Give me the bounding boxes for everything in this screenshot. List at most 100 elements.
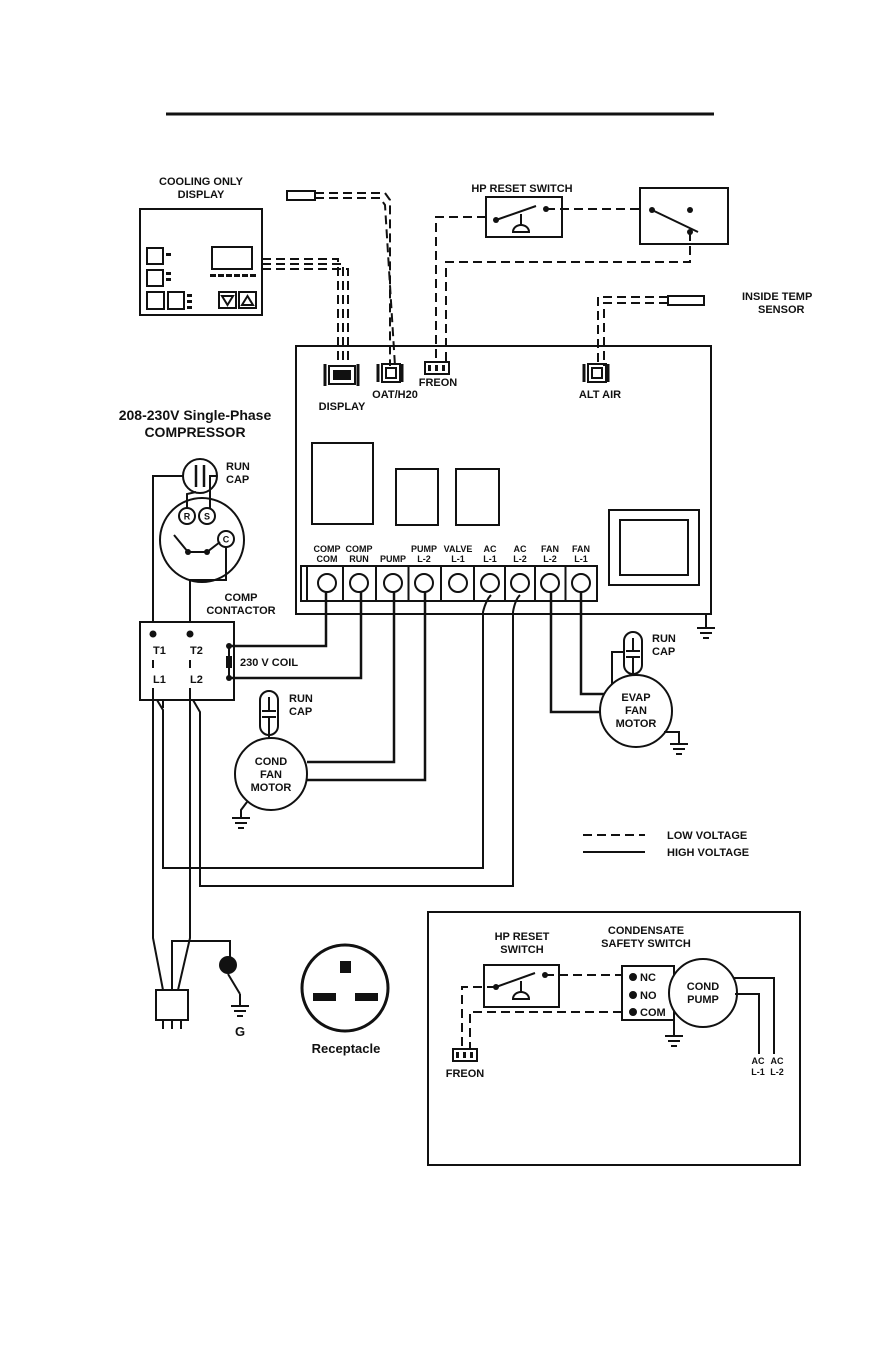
receptacle-label: Receptacle xyxy=(312,1041,381,1056)
receptacle xyxy=(300,943,390,1033)
display-button[interactable] xyxy=(167,291,185,310)
evap-fan-label-2: FAN xyxy=(625,705,647,717)
terminal-screw xyxy=(480,573,500,593)
high-voltage-wiring xyxy=(152,592,616,991)
oat-connector-label: OAT/H20 xyxy=(372,389,418,401)
cond-fan-motor: COND FAN MOTOR xyxy=(234,737,308,811)
oat-sensor-probe xyxy=(286,190,316,201)
display-lcd xyxy=(211,246,253,270)
contactor-t2-label: T2 xyxy=(190,645,203,657)
inside-temp-label-1: INSIDE TEMP xyxy=(742,291,812,303)
display-connector xyxy=(323,364,360,386)
cond-pump: COND PUMP xyxy=(668,958,738,1028)
contactor-title-1: COMP xyxy=(225,592,258,604)
contactor-l1-label: L1 xyxy=(153,674,166,686)
display-title-2: DISPLAY xyxy=(178,189,225,201)
legend: LOW VOLTAGE HIGH VOLTAGE xyxy=(583,830,749,859)
inset-hp-label-2: SWITCH xyxy=(500,944,543,956)
legend-high-voltage: HIGH VOLTAGE xyxy=(667,847,749,859)
ground-icon xyxy=(697,613,715,639)
cond-pump-label-1: COND xyxy=(687,981,719,993)
down-arrow-icon xyxy=(220,295,235,307)
alt-air-connector xyxy=(582,363,610,383)
terminal-label: RUN xyxy=(349,554,369,564)
evap-fan-label-1: EVAP xyxy=(621,692,650,704)
inset-hp-label-1: HP RESET xyxy=(495,931,550,943)
terminal-label: VALVE xyxy=(444,544,473,554)
board-relay xyxy=(455,468,500,526)
inset-freon-label: FREON xyxy=(446,1068,485,1080)
contactor-title-2: CONTACTOR xyxy=(206,605,275,617)
hp-reset-switch-label: HP RESET SWITCH xyxy=(471,183,572,195)
cond-pump-label-2: PUMP xyxy=(687,994,719,1006)
hp-reset-switch-top: HP RESET SWITCH xyxy=(471,183,573,238)
display-button[interactable] xyxy=(146,269,164,287)
condensate-inset xyxy=(427,911,801,1166)
terminal-label: FAN xyxy=(572,544,590,554)
terminal-screw xyxy=(510,573,530,593)
terminal-label: L-2 xyxy=(417,554,431,564)
com-label: COM xyxy=(640,1007,666,1019)
condensate-label-2: SAFETY SWITCH xyxy=(601,938,691,950)
condensate-label-1: CONDENSATE xyxy=(608,925,684,937)
terminal-label: L-2 xyxy=(543,554,557,564)
terminal-label: L-1 xyxy=(451,554,465,564)
cond-fan-label-2: FAN xyxy=(260,769,282,781)
legend-low-voltage: LOW VOLTAGE xyxy=(667,830,747,842)
terminal-c-label: C xyxy=(223,535,230,545)
comp-contactor: T1 T2 L1 L2 xyxy=(139,621,235,701)
display-title-1: COOLING ONLY xyxy=(159,176,244,188)
contactor-l2-label: L2 xyxy=(190,674,203,686)
display-button[interactable] xyxy=(146,247,164,265)
terminal-label: L-1 xyxy=(483,554,497,564)
display-button[interactable] xyxy=(146,291,165,310)
compressor-run-cap-label-1: RUN xyxy=(226,461,250,473)
terminal-label: PUMP xyxy=(380,554,406,564)
ground-icon xyxy=(664,731,688,755)
terminal-screw xyxy=(317,573,337,593)
terminal-screw xyxy=(349,573,369,593)
coil-label: 230 V COIL xyxy=(240,657,298,669)
inset-ac-l2-label-1: AC xyxy=(771,1056,784,1066)
no-label: NO xyxy=(640,990,657,1002)
inside-temp-sensor xyxy=(667,295,705,306)
terminal-r-label: R xyxy=(184,512,191,522)
terminal-label: AC xyxy=(484,544,497,554)
evap-fan-motor: EVAP FAN MOTOR xyxy=(599,674,673,748)
oat-connector xyxy=(376,363,404,383)
inset-hp-reset-switch xyxy=(483,964,560,1008)
terminal-label: L-1 xyxy=(574,554,588,564)
evap-run-cap-label-1: RUN xyxy=(652,633,676,645)
cond-run-cap-label-1: RUN xyxy=(289,693,313,705)
cond-fan-label-3: MOTOR xyxy=(251,782,292,794)
inside-temp-label-2: SENSOR xyxy=(758,304,805,316)
terminal-label: L-2 xyxy=(513,554,527,564)
evap-fan-label-3: MOTOR xyxy=(616,718,657,730)
ground-label: G xyxy=(235,1024,245,1039)
terminal-screw xyxy=(448,573,468,593)
compressor: R S C xyxy=(159,497,245,583)
cooling-only-display: COOLING ONLY DISPLAY xyxy=(139,176,263,316)
inset-freon-connector xyxy=(452,1048,478,1062)
inset-wiring xyxy=(461,974,775,1054)
terminal-screw xyxy=(571,573,591,593)
alt-air-connector-label: ALT AIR xyxy=(579,389,621,401)
inset-ac-l1-label-1: AC xyxy=(752,1056,765,1066)
freon-connector xyxy=(424,361,450,375)
board-relay xyxy=(395,468,439,526)
terminal-screw xyxy=(414,573,434,593)
inset-ac-l1-label-2: L-1 xyxy=(751,1067,765,1077)
nc-label: NC xyxy=(640,972,656,984)
compressor-title-2: COMPRESSOR xyxy=(144,424,245,440)
evap-run-capacitor xyxy=(611,631,643,694)
terminal-screw xyxy=(540,573,560,593)
terminal-label: COMP xyxy=(314,544,341,554)
contactor-t1-label: T1 xyxy=(153,645,166,657)
ground-icon xyxy=(665,1020,683,1047)
terminal-label: COMP xyxy=(346,544,373,554)
terminal-label: AC xyxy=(514,544,527,554)
terminal-screw xyxy=(383,573,403,593)
compressor-run-cap-label-2: CAP xyxy=(226,474,249,486)
board-relay xyxy=(311,442,374,525)
